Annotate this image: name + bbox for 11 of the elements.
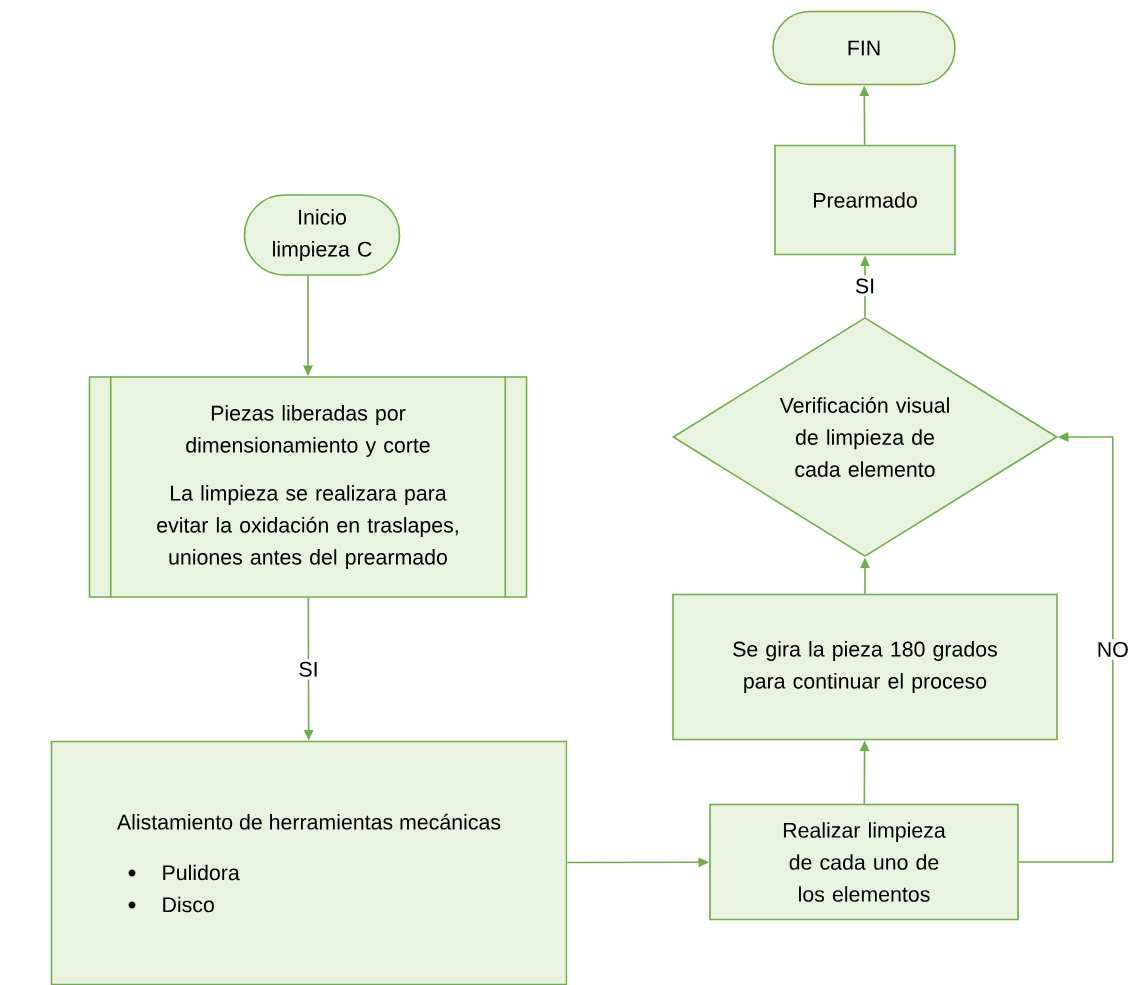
arrow <box>1018 432 1114 863</box>
edge-label: SI <box>852 275 878 297</box>
end-terminator: FIN <box>772 10 956 86</box>
edge-label: SI <box>295 659 322 680</box>
process-box: Piezas liberadas por dimensionamiento y corte La limpieza se realizara para evitar la oxidación en traslapes, uniones antes del prearmado <box>88 375 528 599</box>
process-box: Se gira la pieza 180 grados para continuar el proceso <box>672 593 1058 741</box>
start-terminator: Inicio limpieza C <box>243 194 401 276</box>
process-box: Alistamiento de herramientas mecánicas Pulidora Disco <box>50 740 568 985</box>
process-box: Prearmado <box>774 144 956 256</box>
process-box: Realizar limpieza de cada uno de los elementos <box>709 803 1019 921</box>
edge-label: NO <box>1094 639 1132 660</box>
